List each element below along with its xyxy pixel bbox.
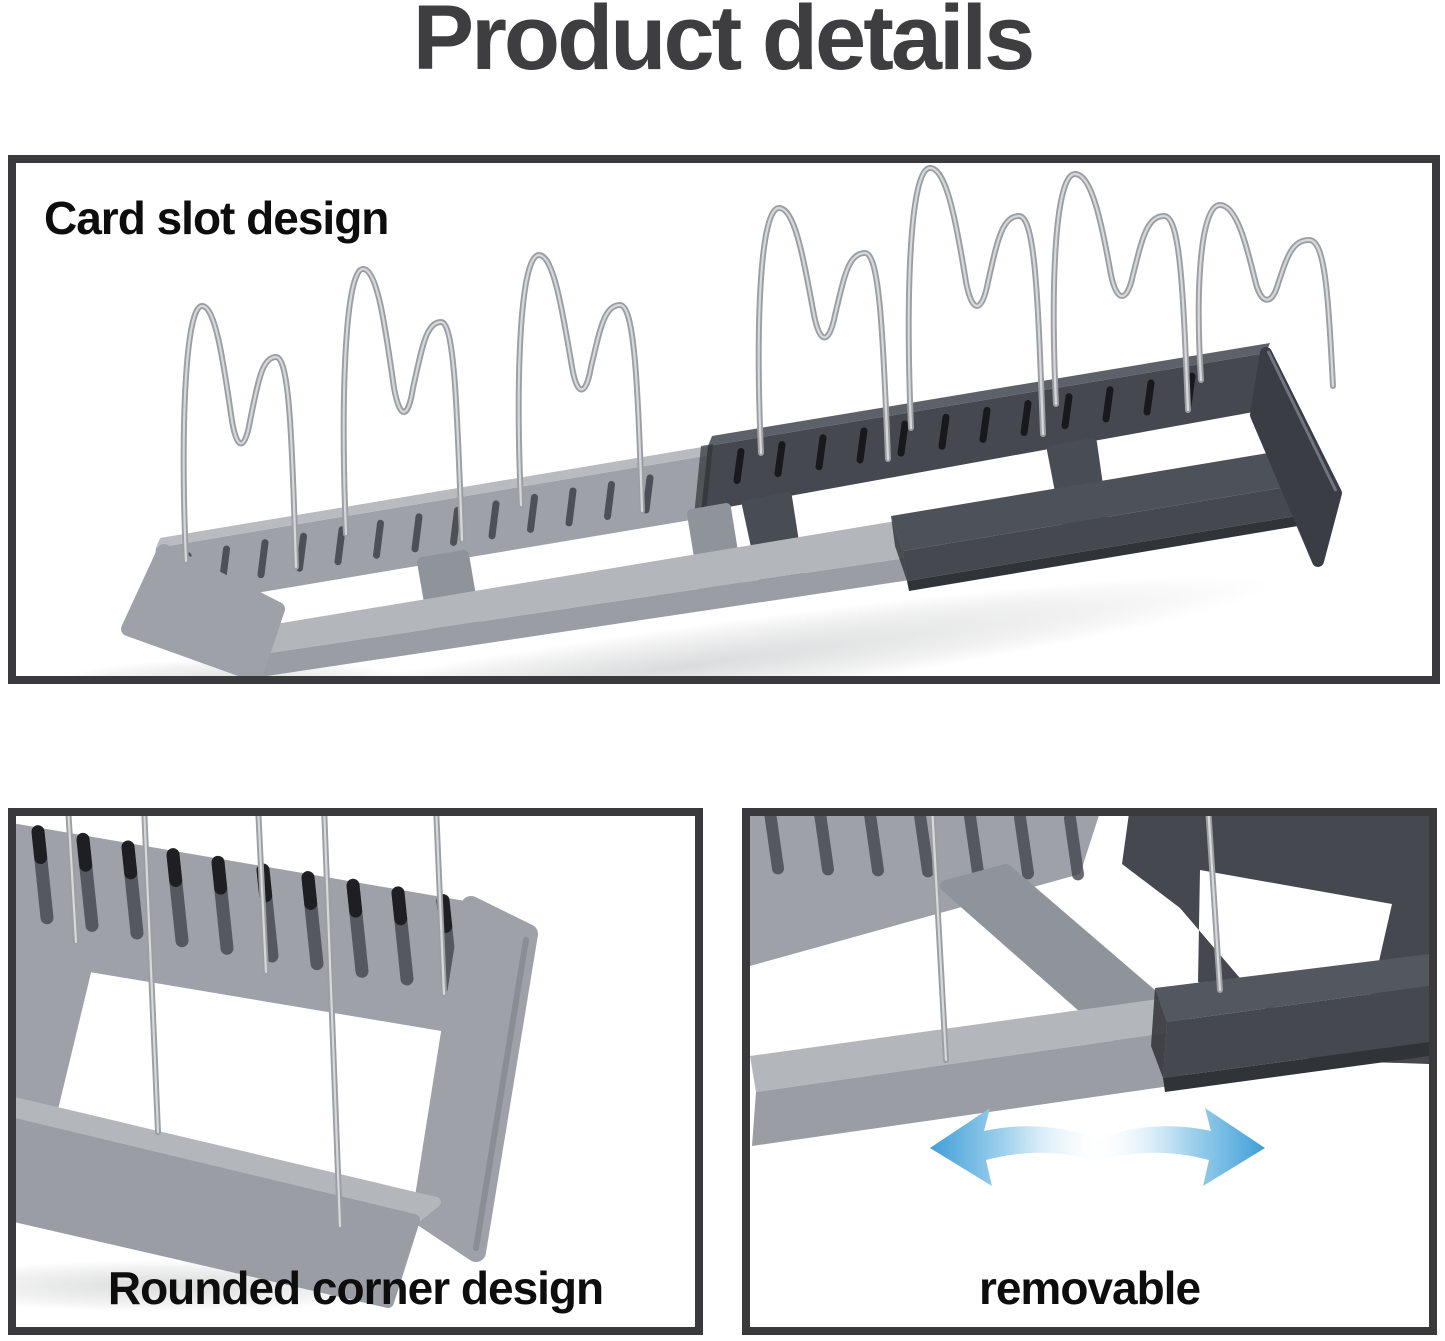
wire-highlight	[342, 267, 464, 542]
card-slot-tip	[31, 825, 48, 865]
wire-highlight	[67, 816, 78, 944]
card-slot-tip	[301, 871, 318, 910]
wire-highlight	[182, 304, 298, 569]
card-slot	[334, 526, 346, 566]
card-slot	[565, 487, 577, 527]
card-slot-tip	[391, 886, 408, 926]
card-slot	[604, 480, 615, 520]
wire-highlight	[757, 206, 890, 461]
end-wall-rounded	[412, 896, 538, 1262]
card-slot	[1102, 386, 1114, 423]
wire-rods	[929, 816, 1223, 1063]
card-slot	[938, 413, 950, 450]
card-slot	[897, 420, 909, 457]
card-slot-tip	[121, 840, 138, 880]
front-rail-closeup	[16, 1097, 441, 1308]
wire-highlight	[143, 816, 160, 1134]
page-title: Product details	[412, 0, 1036, 89]
card-slots-closeup	[31, 825, 459, 994]
wire-rods	[65, 816, 447, 1229]
card-slots-dark	[733, 372, 1196, 484]
card-slot-tip	[346, 878, 363, 918]
card-slot	[296, 532, 307, 572]
card-slot-design-label: Card slot design	[44, 192, 389, 244]
card-slot-tip	[76, 832, 93, 872]
removable-photo	[750, 816, 1429, 1186]
wire-highlight	[323, 816, 342, 1228]
card-slot-tip	[166, 848, 183, 887]
left-end-wall	[121, 544, 285, 676]
removable-panel: removable	[742, 808, 1437, 1335]
card-slot	[488, 500, 500, 540]
card-slot	[450, 506, 461, 546]
slotted-rail-fragment	[750, 816, 1099, 966]
card-slot	[411, 513, 423, 553]
pot-lid-organizer-photo	[63, 164, 1342, 676]
back-rail-dark	[694, 343, 1270, 516]
wire-highlight	[257, 816, 268, 974]
card-slot	[864, 816, 884, 877]
wire-highlight	[1052, 172, 1190, 412]
card-slot	[914, 816, 934, 878]
wire-highlight	[1207, 816, 1222, 992]
card-slot	[642, 474, 654, 514]
card-slot	[764, 816, 784, 875]
right-wall-highlight	[1266, 350, 1338, 492]
arrow-left-icon	[930, 1108, 1100, 1186]
card-slot	[1061, 393, 1073, 430]
wire-highlight	[1197, 203, 1335, 388]
slotted-rail-closeup	[16, 823, 471, 1034]
rounded-corner-caption: Rounded corner design	[107, 1262, 604, 1314]
rounded-corner-photo	[16, 816, 538, 1312]
card-slot	[257, 539, 269, 579]
wire-highlight	[435, 816, 446, 996]
card-slot	[856, 427, 868, 464]
card-slot	[814, 816, 834, 876]
rounded-corner-panel: Rounded corner design	[8, 808, 703, 1335]
wire-dividers	[180, 164, 1336, 570]
main-product-panel: Card slot design	[8, 155, 1440, 684]
card-slot	[1014, 816, 1034, 880]
wire-highlight	[907, 166, 1045, 436]
card-slot	[964, 816, 984, 879]
card-slot	[1020, 400, 1032, 437]
card-slot	[733, 447, 745, 484]
expand-arrows	[930, 1108, 1265, 1186]
card-slot	[774, 441, 786, 478]
card-slot-tip	[211, 855, 228, 895]
wire-highlight	[931, 816, 948, 1062]
dark-frame	[1122, 816, 1429, 1064]
telescoping-rail-light	[750, 996, 1188, 1146]
removable-caption: removable	[978, 1262, 1201, 1314]
card-slot	[979, 406, 991, 443]
wire-highlight	[517, 253, 644, 513]
front-rail-dark	[891, 450, 1304, 591]
arrow-right-icon	[1095, 1108, 1265, 1186]
card-slots-fragment	[764, 816, 1084, 881]
card-slot	[1143, 379, 1155, 416]
card-slot	[527, 493, 538, 533]
card-slot	[373, 519, 384, 559]
card-slot	[1064, 816, 1084, 881]
card-slot	[815, 434, 827, 471]
dark-sleeve	[1151, 954, 1429, 1092]
front-rail-light	[246, 521, 910, 676]
card-slot-tip	[436, 894, 453, 933]
